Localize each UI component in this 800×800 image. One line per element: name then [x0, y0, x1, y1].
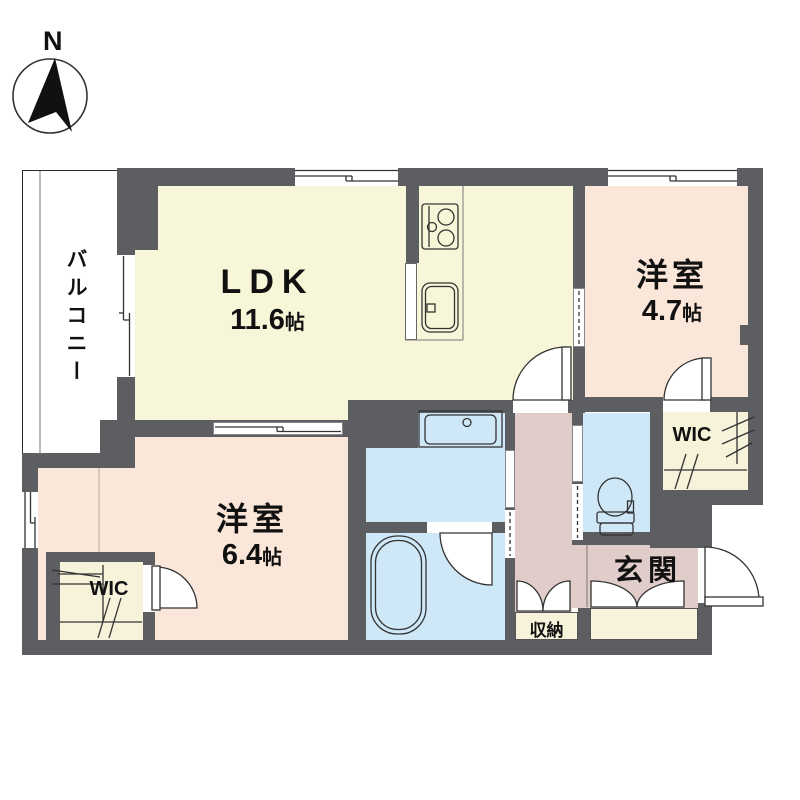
- wic-upper-floor: [663, 412, 748, 490]
- kitchen-counter: [405, 186, 464, 341]
- sliding-door-pocket: [572, 484, 583, 540]
- sliding-glass-door-symbol: [119, 256, 131, 376]
- door-opening: [663, 397, 710, 412]
- wall: [348, 400, 366, 640]
- wall: [117, 186, 158, 250]
- ldk-name: LDK: [220, 263, 315, 301]
- door-opening: [513, 400, 568, 413]
- bedroom-lower-label: 洋室 6.4帖: [172, 500, 332, 577]
- ldk-floor: [135, 186, 573, 420]
- wall: [100, 420, 135, 468]
- wall: [578, 608, 590, 655]
- double-door-symbol: [590, 580, 685, 608]
- door-opening: [427, 522, 492, 533]
- double-door-symbol: [516, 580, 571, 612]
- wall: [698, 490, 763, 505]
- sliding-glass-door-opening: [117, 255, 135, 377]
- swing-door-symbol: [663, 357, 712, 401]
- toilet-icon: [596, 477, 635, 536]
- sliding-door-opening: [505, 450, 515, 508]
- kitchen-sink-icon: [421, 282, 459, 333]
- gas-stove-icon: [421, 203, 459, 250]
- room-name: 洋室: [215, 501, 288, 537]
- wall: [406, 186, 419, 263]
- hallway-floor: [515, 413, 572, 612]
- balcony-label: バルコニー: [64, 248, 87, 388]
- ldk-size: 11.6帖: [230, 304, 305, 336]
- wic-lower-label: WIC: [89, 578, 129, 600]
- swing-door-symbol: [151, 565, 198, 611]
- hall-storage-label: 収納: [529, 621, 564, 640]
- window-symbol: [24, 492, 36, 548]
- swing-door-symbol: [512, 346, 572, 401]
- wic-upper-label: WIC: [672, 424, 712, 446]
- bedroom-upper-label: 洋室 4.7帖: [592, 256, 752, 333]
- swing-door-symbol: [439, 532, 493, 586]
- hanger-pipe-symbol: [51, 565, 142, 639]
- sliding-door-opening: [572, 425, 583, 482]
- washroom-floor: [418, 411, 505, 448]
- hall-storage-cabinet: [515, 612, 578, 640]
- sliding-door-symbol: [509, 291, 580, 556]
- room-name: 洋室: [635, 257, 708, 293]
- bathtub-icon: [370, 535, 427, 635]
- ldk-label: LDK 11.6帖: [185, 262, 350, 343]
- bedroom-upper-floor: [585, 186, 748, 397]
- compass-icon: [12, 58, 88, 134]
- washroom-floor: [366, 448, 505, 522]
- wall: [740, 325, 763, 345]
- entrance-label: 玄関: [613, 555, 682, 587]
- shoe-cabinet: [590, 608, 698, 640]
- compass-north-label: N: [43, 26, 63, 56]
- wall: [572, 532, 665, 545]
- wall: [117, 168, 763, 186]
- wall: [22, 640, 712, 655]
- wall: [46, 552, 155, 562]
- front-door-symbol: [704, 546, 764, 607]
- hanger-pipe-symbol: [664, 412, 755, 490]
- sliding-door-opening: [573, 288, 585, 347]
- window-symbol: [608, 169, 737, 182]
- window-symbol: [295, 169, 398, 182]
- wall: [46, 552, 60, 640]
- room-size: 4.7帖: [641, 295, 703, 327]
- vanity-sink-icon: [418, 410, 503, 448]
- sliding-door-symbol: [215, 426, 341, 433]
- room-size: 6.4帖: [221, 539, 283, 571]
